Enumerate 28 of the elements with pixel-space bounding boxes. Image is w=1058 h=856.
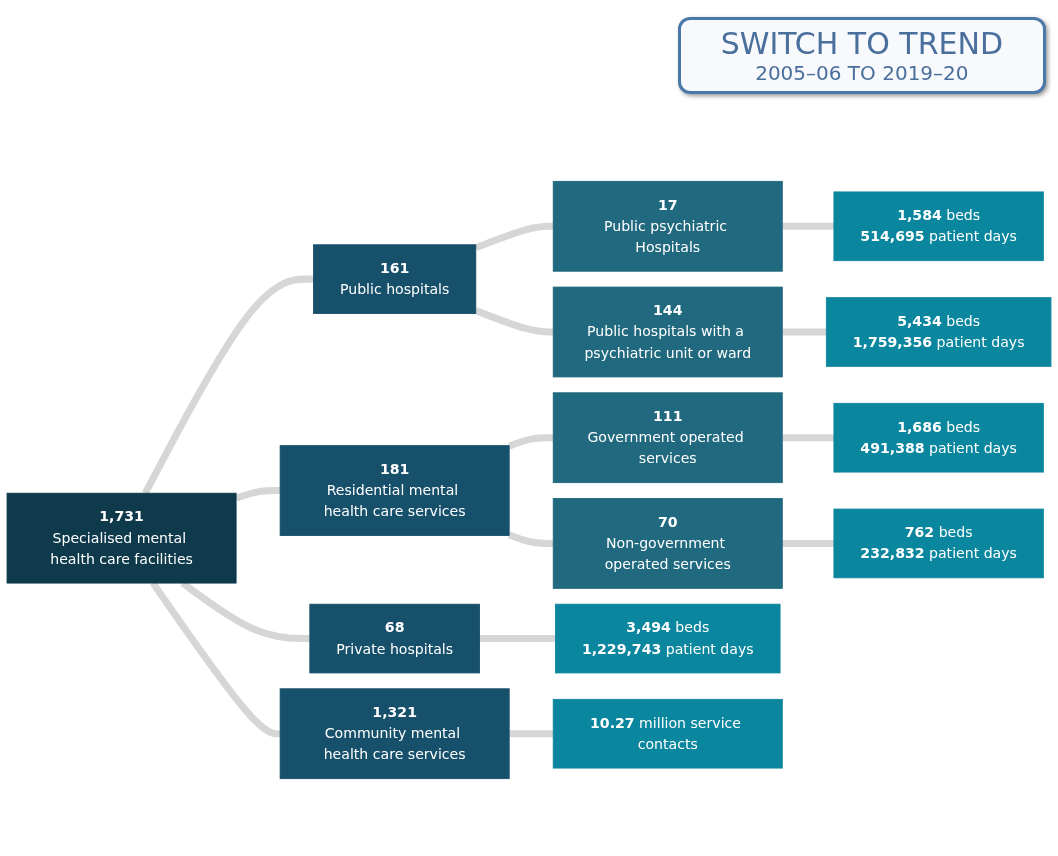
node-box: 1,731 Specialised mental health care facilities xyxy=(6,492,237,584)
connector xyxy=(507,531,554,547)
switch-button: SWITCH TO TREND 2005–06 TO 2019–20 xyxy=(677,16,1046,94)
connector xyxy=(782,222,834,230)
node-box: 1,584 beds 514,695 patient days xyxy=(833,191,1044,262)
connector xyxy=(234,487,281,502)
node-box: 111 Government operated services xyxy=(552,392,783,484)
node-box: 181 Residential mental health care services xyxy=(279,445,510,536)
connector xyxy=(142,275,314,495)
connector xyxy=(782,539,834,547)
connector xyxy=(474,222,554,252)
connector xyxy=(509,730,554,738)
connector xyxy=(782,328,827,336)
connector xyxy=(507,434,554,450)
connector xyxy=(782,434,834,442)
node-box: 68 Private hospitals xyxy=(309,603,480,674)
node-box: 10.27 million service contacts xyxy=(552,698,783,769)
node-box: 70 Non-government operated services xyxy=(552,498,783,589)
node-box: 1,321 Community mental health care services xyxy=(279,688,510,780)
node-box: 144 Public hospitals with a psychiatric unit or ward xyxy=(552,286,783,378)
node-box: 762 beds 232,832 patient days xyxy=(833,508,1044,579)
connector xyxy=(474,307,554,336)
node-box: 1,686 beds 491,388 patient days xyxy=(833,402,1044,473)
node-box: 3,494 beds 1,229,743 patient days xyxy=(555,603,781,674)
node-box: 5,434 beds 1,759,356 patient days xyxy=(825,297,1052,367)
node-box: 161 Public hospitals xyxy=(313,244,477,314)
node-box: 17 Public psychiatric Hospitals xyxy=(552,180,783,272)
connector xyxy=(479,635,556,643)
